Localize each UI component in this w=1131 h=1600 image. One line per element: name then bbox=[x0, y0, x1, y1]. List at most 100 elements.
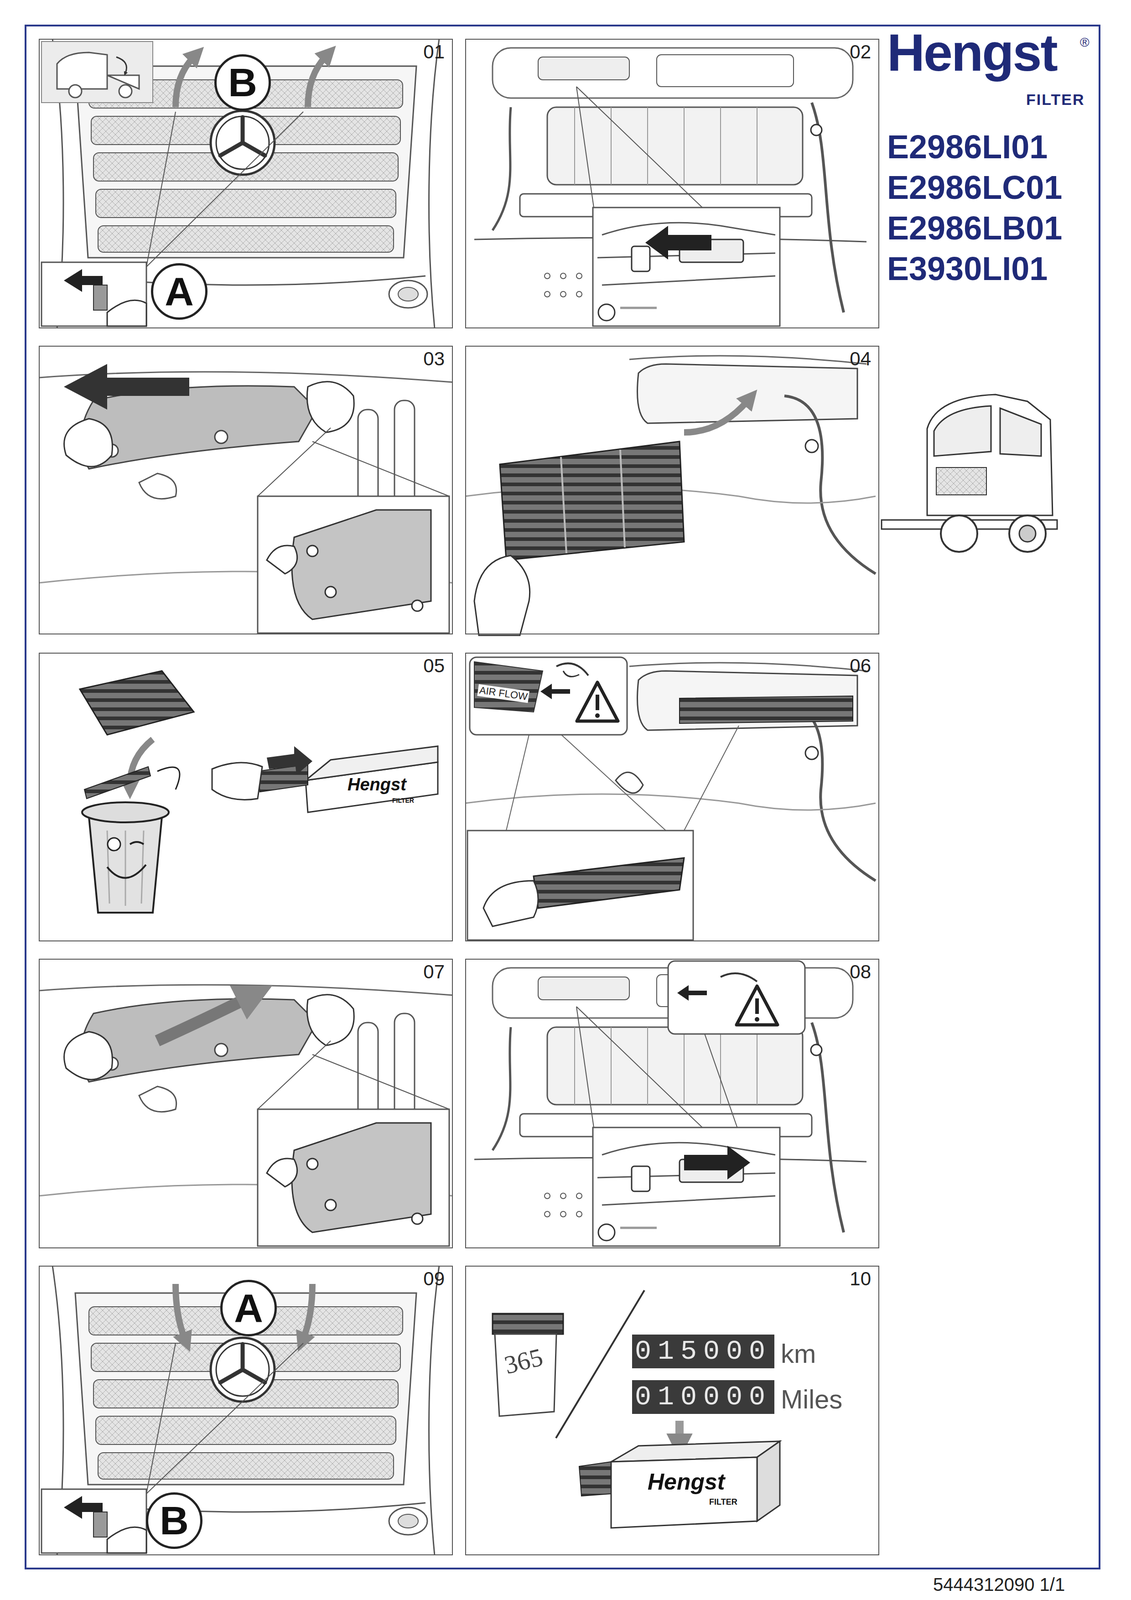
panel-10-art-part bbox=[675, 1420, 684, 1442]
panel-01-art-part bbox=[146, 111, 304, 267]
part-number: E2986LI01 bbox=[887, 129, 1048, 166]
box-logo: Hengst bbox=[347, 775, 407, 795]
step-number: 05 bbox=[423, 655, 445, 677]
panel-06-art-part bbox=[576, 682, 618, 722]
panel-04-art-part bbox=[499, 441, 685, 561]
box-subtitle: FILTER bbox=[709, 1497, 738, 1507]
panel-08-art-part bbox=[677, 985, 707, 1001]
step-number: 04 bbox=[849, 348, 872, 370]
step-number: 10 bbox=[849, 1268, 872, 1290]
circle-callout: A bbox=[150, 263, 208, 320]
panel: 04 bbox=[465, 345, 880, 635]
panel-09-art-part bbox=[107, 1526, 147, 1553]
panel-06-art-part bbox=[679, 695, 853, 724]
truck-illustration-part bbox=[936, 467, 987, 495]
panel-04-art-part bbox=[560, 449, 625, 554]
panel-10-art-part bbox=[555, 1290, 645, 1438]
truck-illustration-part bbox=[933, 405, 991, 457]
panel-06-art-part bbox=[483, 880, 539, 927]
box-logo: Hengst bbox=[647, 1469, 725, 1495]
panel-01-art-part bbox=[93, 285, 108, 311]
truck-illustration-part bbox=[927, 394, 1053, 516]
panel-06-art-part bbox=[563, 670, 580, 677]
truck-illustration-part bbox=[1000, 408, 1042, 457]
step-number: 09 bbox=[423, 1268, 445, 1290]
panel-02-art-part bbox=[576, 86, 703, 208]
panel-08-art-part bbox=[668, 960, 805, 1034]
panel-09-art bbox=[41, 1265, 440, 1556]
panel-05-art bbox=[79, 670, 438, 913]
panel: 05 bbox=[38, 652, 453, 942]
panel-05-art-part bbox=[82, 802, 169, 823]
callout-letter: A bbox=[164, 271, 194, 312]
part-number: E2986LB01 bbox=[887, 210, 1063, 247]
panel-06-art-part bbox=[540, 683, 571, 700]
panel-10-art-part bbox=[611, 1457, 758, 1528]
panel-01-art-part bbox=[116, 57, 127, 73]
panel-08-art-part bbox=[720, 973, 758, 982]
registered-mark: ® bbox=[1079, 35, 1090, 50]
panel-05-art-part bbox=[107, 864, 146, 878]
truck-illustration-part bbox=[1009, 515, 1046, 552]
panel-10-art-part bbox=[494, 1333, 557, 1417]
panel-04-art-part bbox=[474, 555, 530, 636]
panel-09-art-part bbox=[41, 1488, 147, 1553]
panel-05-art-part bbox=[84, 766, 151, 799]
panel-09-art-part bbox=[175, 1283, 185, 1339]
brand-subtitle: FILTER bbox=[1026, 91, 1085, 109]
panel-05-art-part bbox=[79, 670, 194, 735]
truck-illustration bbox=[881, 394, 1058, 552]
panel-05-art-part bbox=[157, 767, 180, 790]
panel-05-art-part bbox=[212, 762, 263, 800]
panel-07-art-part bbox=[157, 997, 249, 1041]
step-number: 02 bbox=[849, 41, 872, 63]
panel-01-art-part bbox=[175, 57, 194, 108]
panel-04-art-part bbox=[465, 355, 876, 574]
panel-08-art-part bbox=[592, 1127, 780, 1246]
panel-08-art bbox=[474, 960, 867, 1246]
panel-06-art-part bbox=[556, 663, 589, 676]
panel-03-art bbox=[38, 363, 453, 633]
panel-03-art-part bbox=[63, 363, 190, 410]
odometer: 015000 bbox=[632, 1334, 775, 1369]
panel-05-art-part bbox=[129, 841, 144, 845]
panel-07-art bbox=[38, 984, 453, 1246]
panel-05-art-part bbox=[107, 837, 121, 851]
truck-illustration-part bbox=[940, 515, 978, 552]
panel-01-art bbox=[41, 38, 440, 329]
box-subtitle: FILTER bbox=[392, 797, 415, 805]
unit: km bbox=[780, 1338, 816, 1369]
step-number: 08 bbox=[849, 961, 872, 983]
panel-04-art bbox=[465, 355, 876, 636]
panel-10-art bbox=[492, 1290, 780, 1528]
callout-letter: B bbox=[159, 1500, 189, 1541]
panel-09-art-part bbox=[63, 1495, 103, 1519]
panel-04-art-part bbox=[684, 400, 748, 433]
odometer: 010000 bbox=[632, 1380, 775, 1414]
part-number: E3930LI01 bbox=[887, 250, 1048, 287]
panel-01-art-part bbox=[68, 84, 82, 98]
panel: 09AB bbox=[38, 1265, 453, 1556]
panel-06-art-part bbox=[474, 661, 543, 712]
panel-01-art-part bbox=[41, 262, 147, 327]
panel-02-art-part bbox=[645, 225, 712, 260]
circle-callout: B bbox=[214, 54, 271, 111]
panel: 08 bbox=[465, 958, 880, 1249]
panel: 02 bbox=[465, 38, 880, 329]
panel: 03 bbox=[38, 345, 453, 635]
panel-09-art-part bbox=[303, 1283, 313, 1339]
panel-10-art-part bbox=[579, 1461, 612, 1496]
panel-08-art-part bbox=[736, 985, 778, 1025]
panel-06-art-part bbox=[533, 857, 685, 908]
panel-06-art-part bbox=[467, 830, 694, 940]
page-border bbox=[25, 25, 1100, 1569]
panel-06-art bbox=[465, 657, 876, 940]
panel-01-art-part bbox=[107, 300, 147, 327]
panel-01-art-part bbox=[119, 84, 132, 98]
callout-letter: B bbox=[228, 62, 258, 103]
step-number: 03 bbox=[423, 348, 445, 370]
panel-02-art bbox=[474, 47, 867, 327]
panel: 07 bbox=[38, 958, 453, 1249]
panel-05-art-part bbox=[107, 830, 144, 906]
panel-05-art-part bbox=[266, 746, 313, 775]
